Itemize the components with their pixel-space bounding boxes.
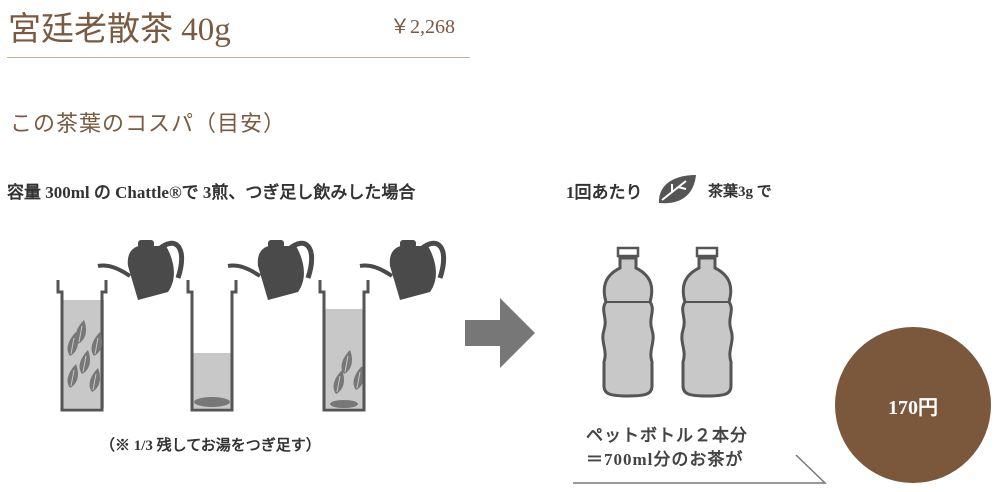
arrow-right-icon [465,298,535,368]
brewing-illustration [56,220,535,412]
pet-bottles [601,246,734,398]
divider [7,57,470,58]
per-use-prefix: 1回あたり [566,183,643,202]
tea-leaf-icon [658,175,696,204]
bottle-line2: ＝700ml分のお茶が [586,450,744,469]
condition-text: 容量 300ml の Chattle®で 3煎、つぎ足し飲みした場合 [7,183,416,202]
kettle-icon [228,240,312,300]
pet-bottle-icon [680,246,734,398]
tea-liquid-full [62,300,104,408]
kettle-icon [360,240,444,300]
bottle-equivalent: ペットボトル２本分 ＝700ml分のお茶が [586,424,748,472]
bottle-line1: ペットボトル２本分 [586,426,748,445]
caption: （※ 1/3 残してお湯をつぎ足す） [100,438,321,454]
product-title: 宮廷老散茶 40g [8,12,231,48]
per-use-suffix: 茶葉3g で [708,184,772,200]
callout-line [573,454,827,484]
kettle-icon [98,240,182,300]
cost-value: 170円 [888,396,938,419]
section-title: この茶葉のコスパ（目安） [10,111,287,136]
pet-bottle-icon [601,246,655,398]
product-price: ￥2,268 [390,16,455,38]
cost-badge: 170円 [835,327,991,483]
